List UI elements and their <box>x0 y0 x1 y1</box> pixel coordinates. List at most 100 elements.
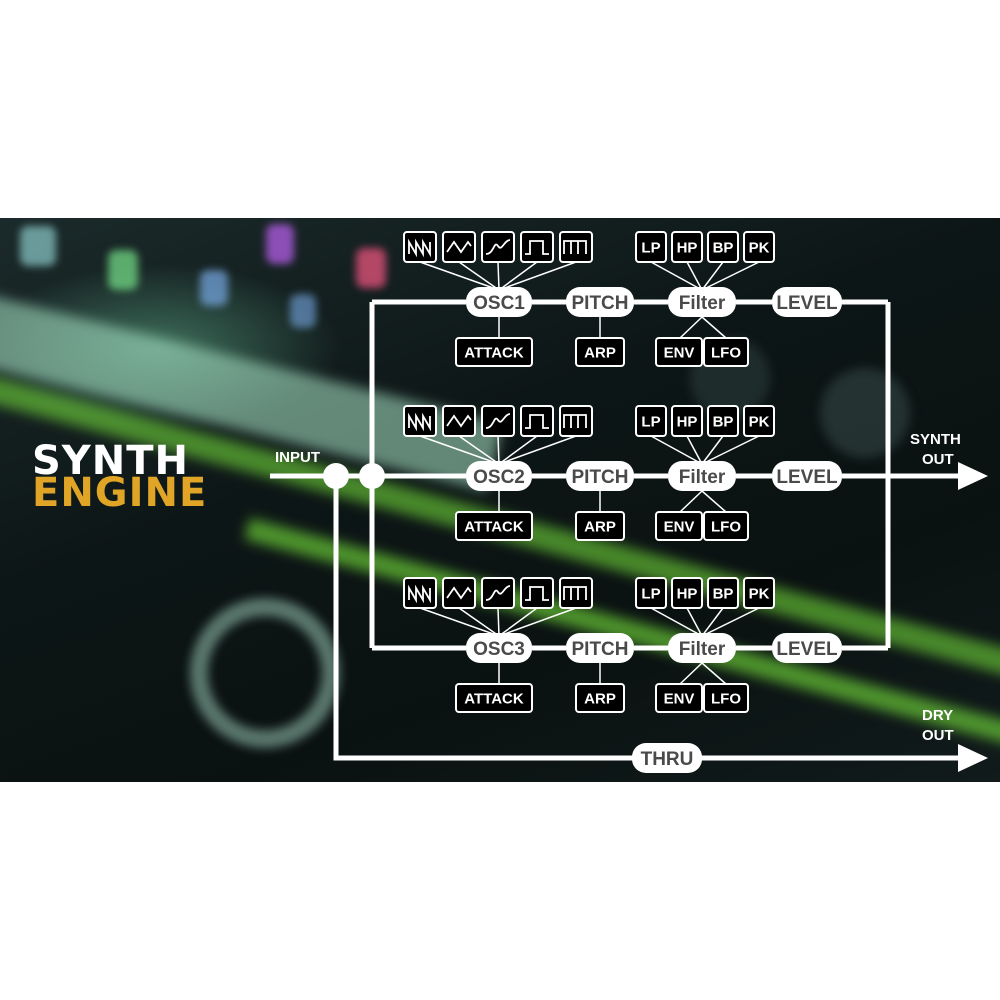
square-icon[interactable] <box>520 231 554 263</box>
dry-out-label-line1: DRY <box>922 707 953 724</box>
level-node[interactable]: LEVEL <box>772 287 842 317</box>
arp-button-label: ARP <box>584 519 616 536</box>
dry-out-arrow-icon <box>958 744 988 772</box>
square-icon[interactable] <box>520 405 554 437</box>
osc2-node-label: OSC2 <box>473 467 525 488</box>
arp-button-label: ARP <box>584 691 616 708</box>
blurred-button <box>290 294 316 328</box>
input-label: INPUT <box>275 449 320 466</box>
blurred-knob <box>820 368 910 458</box>
filter-type-hp-button-label: HP <box>677 240 698 257</box>
dry-thru-line <box>333 476 960 761</box>
arp-button[interactable]: ARP <box>575 337 625 367</box>
attack-button-label: ATTACK <box>464 691 524 708</box>
signal-lines <box>270 299 960 761</box>
filter-type-pk-button-label: PK <box>749 586 770 603</box>
filter-type-bp-button[interactable]: BP <box>707 577 739 609</box>
attack-button[interactable]: ATTACK <box>455 511 533 541</box>
level-node-label: LEVEL <box>776 467 838 488</box>
pulse-icon[interactable] <box>559 231 593 263</box>
pitch-node-label: PITCH <box>572 639 629 660</box>
triangle-icon[interactable] <box>442 577 476 609</box>
lfo-button-label: LFO <box>711 691 741 708</box>
filter-type-pk-button-label: PK <box>749 240 770 257</box>
lfo-button-label: LFO <box>711 519 741 536</box>
osc2-node[interactable]: OSC2 <box>466 461 532 491</box>
attack-button[interactable]: ATTACK <box>455 683 533 713</box>
env-button[interactable]: ENV <box>655 337 703 367</box>
filter-type-lp-button[interactable]: LP <box>635 231 667 263</box>
triangle-icon[interactable] <box>442 405 476 437</box>
triangle-icon[interactable] <box>442 231 476 263</box>
background-photo: SYNTH ENGINE INPUT SYNTH OUT DRY OUT THR… <box>0 218 1000 782</box>
logo-line-synth: SYNTH <box>32 438 189 484</box>
logo-line-engine: ENGINE <box>32 470 207 516</box>
lfo-button[interactable]: LFO <box>703 511 749 541</box>
filter-node[interactable]: Filter <box>668 287 736 317</box>
filter-type-lp-button-label: LP <box>641 240 660 257</box>
osc3-node[interactable]: OSC3 <box>466 633 532 663</box>
synth-out-arrow-icon <box>958 462 988 490</box>
env-button-label: ENV <box>664 691 695 708</box>
square-icon[interactable] <box>520 577 554 609</box>
pitch-node[interactable]: PITCH <box>566 633 634 663</box>
arp-button[interactable]: ARP <box>575 511 625 541</box>
dry-out-label-line2: OUT <box>922 727 954 744</box>
sine-icon[interactable] <box>481 405 515 437</box>
pitch-node[interactable]: PITCH <box>566 461 634 491</box>
filter-type-pk-button[interactable]: PK <box>743 231 775 263</box>
filter-type-lp-button[interactable]: LP <box>635 577 667 609</box>
filter-type-pk-button[interactable]: PK <box>743 405 775 437</box>
osc1-node[interactable]: OSC1 <box>466 287 532 317</box>
pulse-icon[interactable] <box>559 577 593 609</box>
sine-icon[interactable] <box>481 231 515 263</box>
pitch-node-label: PITCH <box>572 467 629 488</box>
sawtooth-icon[interactable] <box>403 405 437 437</box>
osc1-node-label: OSC1 <box>473 293 525 314</box>
filter-type-lp-button-label: LP <box>641 586 660 603</box>
pitch-node-label: PITCH <box>572 293 629 314</box>
filter-node[interactable]: Filter <box>668 461 736 491</box>
sine-icon[interactable] <box>481 577 515 609</box>
level-node[interactable]: LEVEL <box>772 633 842 663</box>
filter-type-hp-button[interactable]: HP <box>671 405 703 437</box>
filter-type-lp-button[interactable]: LP <box>635 405 667 437</box>
input-split-node <box>323 463 349 489</box>
filter-type-pk-button[interactable]: PK <box>743 577 775 609</box>
pulse-icon[interactable] <box>559 405 593 437</box>
lfo-button[interactable]: LFO <box>703 337 749 367</box>
synth-out-label-line2: OUT <box>922 451 954 468</box>
lfo-button-label: LFO <box>711 345 741 362</box>
sawtooth-icon[interactable] <box>403 231 437 263</box>
lfo-button[interactable]: LFO <box>703 683 749 713</box>
attack-button-label: ATTACK <box>464 345 524 362</box>
synth-out-label-line1: SYNTH <box>910 431 961 448</box>
sawtooth-icon[interactable] <box>403 577 437 609</box>
pitch-node[interactable]: PITCH <box>566 287 634 317</box>
filter-node[interactable]: Filter <box>668 633 736 663</box>
env-button-label: ENV <box>664 519 695 536</box>
blurred-button <box>20 226 56 266</box>
env-button[interactable]: ENV <box>655 683 703 713</box>
filter-node-label: Filter <box>679 293 726 314</box>
signal-flow-diagram: SYNTH ENGINE INPUT SYNTH OUT DRY OUT THR… <box>32 231 988 773</box>
blurred-button <box>200 270 228 306</box>
filter-type-bp-button[interactable]: BP <box>707 405 739 437</box>
filter-node-label: Filter <box>679 467 726 488</box>
arp-button[interactable]: ARP <box>575 683 625 713</box>
level-node-label: LEVEL <box>776 293 838 314</box>
env-button-label: ENV <box>664 345 695 362</box>
thru-node[interactable]: THRU <box>632 743 702 773</box>
filter-type-hp-button[interactable]: HP <box>671 231 703 263</box>
thru-label: THRU <box>641 749 694 770</box>
osc-row-1: LP HP BP PK OSC1 PITCH Filter LEVEL ATTACK ARP ENV… <box>403 231 842 367</box>
env-button[interactable]: ENV <box>655 511 703 541</box>
level-node[interactable]: LEVEL <box>772 461 842 491</box>
blurred-button <box>266 224 294 264</box>
attack-button[interactable]: ATTACK <box>455 337 533 367</box>
filter-type-hp-button[interactable]: HP <box>671 577 703 609</box>
filter-type-bp-button-label: BP <box>713 414 734 431</box>
arp-button-label: ARP <box>584 345 616 362</box>
filter-type-bp-button[interactable]: BP <box>707 231 739 263</box>
